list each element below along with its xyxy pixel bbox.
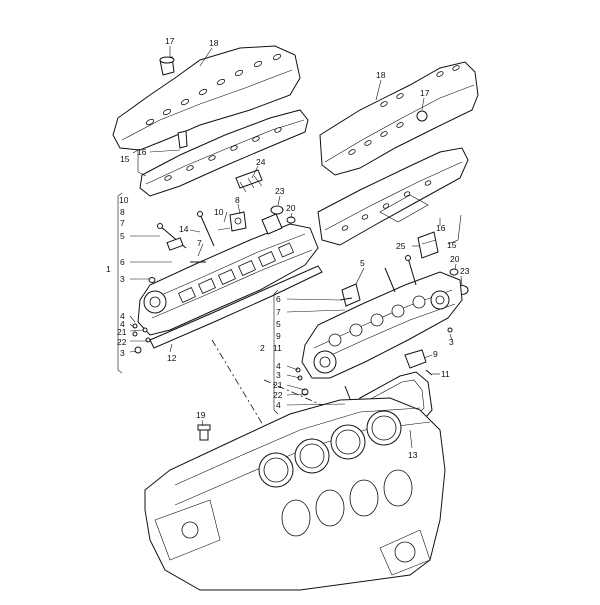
left-head-cover [139, 109, 309, 197]
callout-22: 22 [117, 337, 127, 347]
callout-3: 3 [120, 348, 125, 358]
callout-3: 3 [449, 337, 454, 347]
callout-14: 14 [179, 224, 189, 234]
callout-5: 5 [276, 319, 281, 329]
left-centerline [211, 339, 273, 441]
callout-24: 24 [256, 157, 266, 167]
part-19-plug [197, 424, 211, 441]
callout-7: 7 [197, 238, 202, 248]
callout-17: 17 [165, 36, 175, 46]
right-centerline [263, 379, 339, 413]
callout-3: 3 [120, 274, 125, 284]
callout-20: 20 [450, 254, 460, 264]
callout-4: 4 [276, 361, 281, 371]
callout-9: 9 [276, 331, 281, 341]
callout-5: 5 [360, 258, 365, 268]
callout-21: 21 [273, 380, 283, 390]
callout-18: 18 [376, 70, 386, 80]
right-cylinder-head [301, 271, 463, 379]
left-cylinder-head [137, 211, 319, 336]
callout-16: 16 [436, 223, 446, 233]
callout-3: 3 [276, 370, 281, 380]
left-head-bolts [132, 211, 215, 354]
callout-19: 19 [196, 410, 206, 420]
callout-13: 13 [408, 450, 418, 460]
callout-18: 18 [209, 38, 219, 48]
callout-8: 8 [120, 207, 125, 217]
callout-15: 15 [447, 240, 457, 250]
callout-labels: 17 18 16 15 24 10 8 7 5 14 10 8 23 20 7 … [106, 36, 470, 460]
callout-2: 2 [260, 343, 265, 353]
callout-8: 8 [235, 195, 240, 205]
part-25-bracket [417, 231, 439, 259]
callout-4: 4 [120, 311, 125, 321]
callout-11: 11 [273, 343, 282, 353]
part-23-seal-left [270, 205, 284, 215]
callout-12: 12 [167, 353, 177, 363]
callout-16: 16 [137, 147, 147, 157]
callout-22: 22 [273, 390, 283, 400]
callout-1: 1 [106, 264, 111, 274]
callout-10: 10 [214, 207, 224, 217]
callout-20: 20 [286, 203, 296, 213]
callout-15: 15 [120, 154, 130, 164]
callout-23: 23 [275, 186, 285, 196]
callout-7: 7 [276, 307, 281, 317]
callout-10: 10 [119, 195, 129, 205]
part-24-bracket [235, 169, 263, 193]
callout-6: 6 [276, 294, 281, 304]
callout-6: 6 [120, 257, 125, 267]
left-engine-cover [112, 45, 301, 151]
left-gasket [149, 265, 323, 349]
callout-4: 4 [120, 319, 125, 329]
callout-4: 4 [276, 400, 281, 410]
callout-9: 9 [433, 349, 438, 359]
right-engine-cover [319, 61, 479, 176]
leader-lines [117, 46, 463, 449]
engine-block [144, 397, 446, 591]
callout-17: 17 [420, 88, 430, 98]
part-20-ring-right [449, 268, 459, 276]
callout-25: 25 [396, 241, 406, 251]
callout-21: 21 [117, 327, 127, 337]
right-head-cover [317, 147, 469, 246]
callout-5: 5 [120, 231, 125, 241]
callout-7: 7 [120, 218, 125, 228]
callout-23: 23 [460, 266, 470, 276]
callout-11: 11 [441, 369, 450, 379]
